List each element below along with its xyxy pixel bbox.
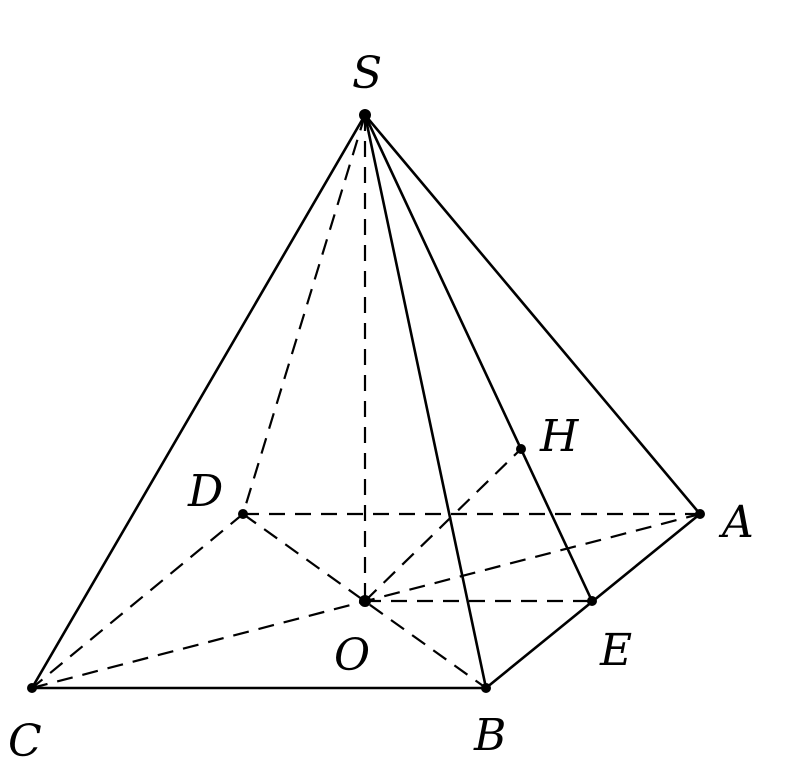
- label-E: E: [599, 625, 632, 676]
- edge-SD: [241, 114, 367, 515]
- label-C: C: [8, 716, 42, 767]
- point-H: [516, 444, 526, 454]
- point-C: [27, 683, 37, 693]
- label-A: A: [718, 497, 754, 548]
- vertices: [27, 109, 705, 693]
- point-B: [481, 683, 491, 693]
- hidden-edges: [31, 114, 701, 690]
- label-D: D: [187, 466, 223, 517]
- point-A: [695, 509, 705, 519]
- point-D: [238, 509, 248, 519]
- point-E: [587, 596, 597, 606]
- label-S: S: [352, 48, 382, 99]
- edge-SA: [363, 113, 702, 516]
- edge-SC: [30, 113, 367, 690]
- labels: S A B C D O E H: [8, 48, 754, 767]
- segment-OH: [364, 448, 522, 602]
- label-B: B: [473, 710, 506, 761]
- point-S: [359, 109, 371, 121]
- label-H: H: [539, 411, 580, 462]
- diagonal-DB: [242, 513, 487, 689]
- label-O: O: [334, 630, 370, 681]
- visible-edges: [30, 113, 702, 690]
- point-O: [359, 595, 371, 607]
- edge-SE: [363, 113, 594, 603]
- edge-DC: [31, 513, 244, 689]
- edge-SB: [363, 113, 488, 690]
